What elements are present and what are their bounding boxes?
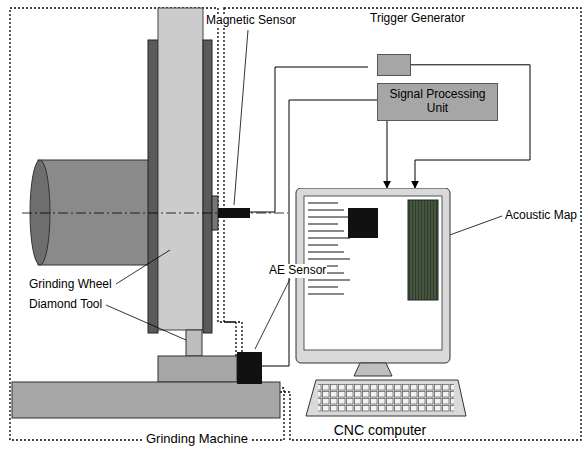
right-flange: [203, 40, 212, 333]
part-label: Magnetic Sensor: [205, 14, 297, 28]
box-text: Signal Processing Unit: [384, 88, 491, 116]
leader-line: [106, 305, 186, 340]
leader-line: [255, 279, 290, 349]
computer-label: CNC computer: [290, 422, 470, 438]
monitor-stand: [354, 363, 392, 376]
keyboard-keys: [318, 384, 454, 412]
leader-line: [234, 30, 248, 205]
machine-region: Grinding Machine: [10, 8, 286, 448]
control-boundary: [224, 8, 581, 440]
spindle-shaft: [38, 160, 152, 265]
process-box: Signal Processing Unit: [377, 83, 498, 121]
trigger-generator: Trigger Generator: [368, 12, 467, 76]
cnc-computer: CNC computer: [290, 188, 470, 445]
keyboard: [306, 380, 466, 416]
part-label: Acoustic Map: [504, 209, 578, 223]
shaft-end: [30, 160, 50, 265]
box-heading: Trigger Generator: [368, 12, 467, 26]
leader-line: [116, 250, 170, 284]
magnetic-sensor: [218, 208, 250, 218]
trigger-box: [377, 54, 411, 76]
ae-sensor: [237, 352, 262, 384]
diamond-tool: [186, 330, 202, 356]
screen-content: [308, 200, 438, 300]
computer-illustration: [290, 188, 470, 420]
part-label: Diamond Tool: [28, 298, 103, 312]
part-label: Grinding Wheel: [28, 278, 113, 292]
tool-base: [158, 356, 237, 382]
signal-connector: [387, 121, 388, 188]
left-flange: [148, 40, 158, 333]
part-label: AE Sensor: [268, 264, 327, 278]
machine-table: [12, 382, 280, 418]
region-label: Grinding Machine: [142, 432, 252, 447]
machine-boundary: [10, 8, 284, 440]
grinding-wheel: [158, 8, 203, 330]
